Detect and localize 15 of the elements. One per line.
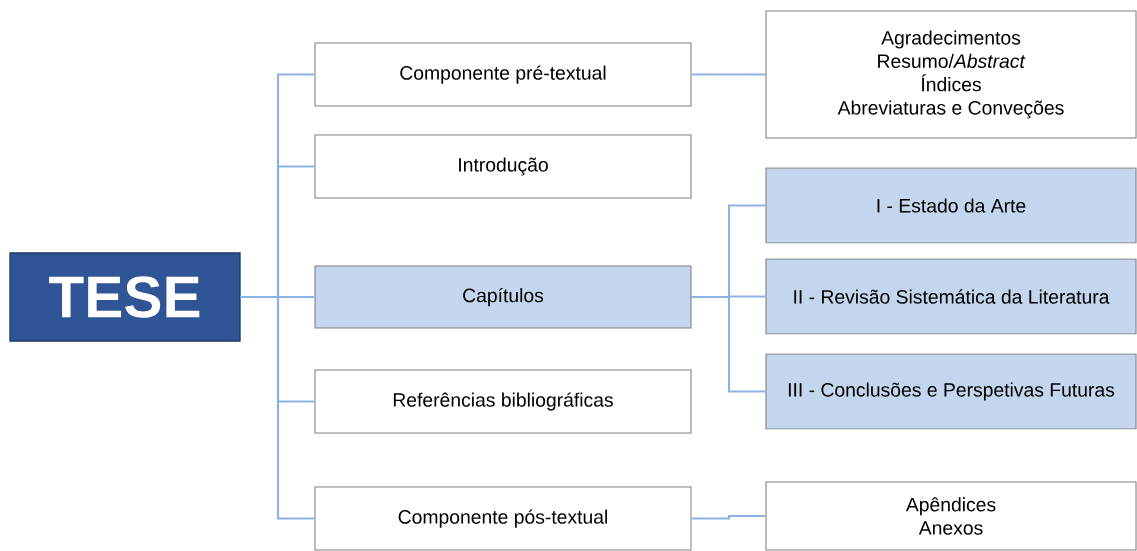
- chapter-box: Capítulos: [314, 265, 692, 329]
- section-box: Componente pós-textual: [314, 486, 692, 551]
- section-box: Referências bibliográficas: [314, 369, 692, 434]
- connector-line: [691, 73, 766, 76]
- section-box: Introdução: [314, 134, 692, 199]
- section-box: Agradecimentos Resumo/Abstract Índices Abreviaturas e Conveções: [765, 10, 1137, 139]
- section-box: Componente pré-textual: [314, 42, 692, 107]
- chapter-box: II - Revisão Sistemática da Literatura: [765, 258, 1137, 335]
- connector-line: [691, 514, 766, 520]
- section-box: Apêndices Anexos: [765, 481, 1137, 551]
- connector-line: [240, 295, 315, 520]
- chapter-box: III - Conclusões e Perspetivas Futuras: [765, 353, 1137, 430]
- chapter-box: I - Estado da Arte: [765, 167, 1137, 244]
- connector-line: [691, 295, 766, 393]
- title-box: TESE: [9, 252, 241, 342]
